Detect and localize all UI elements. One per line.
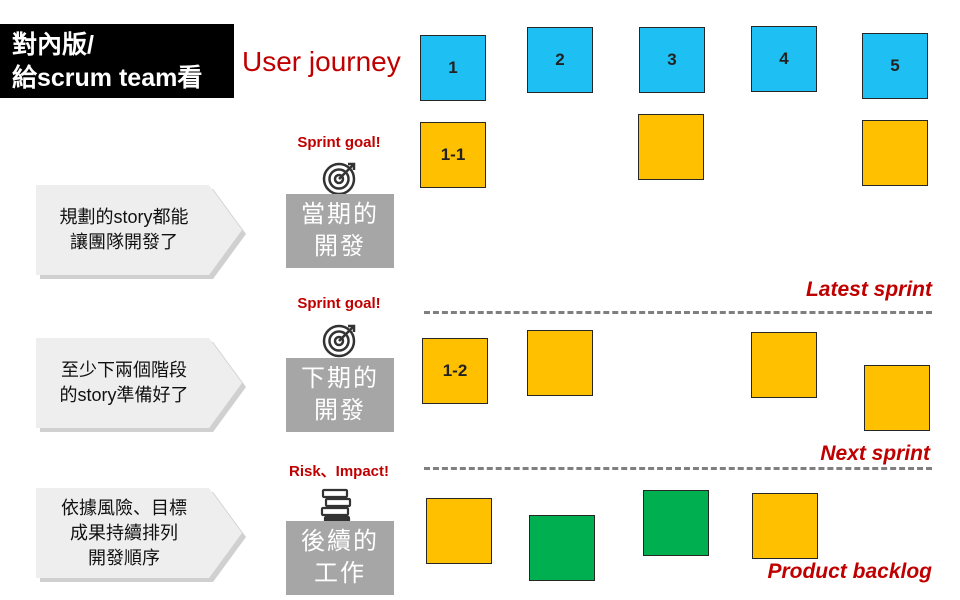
story-note-1-1: 1-1 bbox=[420, 122, 486, 188]
story-note bbox=[638, 114, 704, 180]
journey-step-4: 4 bbox=[751, 26, 817, 92]
stage-next: 下期的 開發 bbox=[286, 358, 394, 432]
divider-latest-sprint bbox=[424, 311, 932, 314]
next-sprint-label: Next sprint bbox=[820, 442, 930, 465]
callout-backlog: 依據風險、目標 成果持續排列 開發順序 bbox=[36, 488, 242, 578]
callout-current-text: 規劃的story都能 讓團隊開發了 bbox=[59, 207, 189, 252]
title-line-2: 給scrum team看 bbox=[12, 64, 203, 92]
title-box: 對內版/ 給scrum team看 bbox=[0, 24, 234, 98]
latest-sprint-label: Latest sprint bbox=[805, 278, 932, 301]
title-line-1: 對內版/ bbox=[12, 31, 94, 59]
journey-step-2: 2 bbox=[527, 27, 593, 93]
target-icon bbox=[322, 324, 356, 358]
callout-next: 至少下兩個階段 的story準備好了 bbox=[36, 338, 242, 428]
stage-current: 當期的 開發 bbox=[286, 194, 394, 268]
story-note bbox=[529, 515, 595, 581]
stage-backlog: 後續的 工作 bbox=[286, 521, 394, 595]
story-note bbox=[426, 498, 492, 564]
product-backlog-label: Product backlog bbox=[767, 560, 932, 583]
story-note bbox=[752, 493, 818, 559]
divider-next-sprint bbox=[424, 467, 932, 470]
story-note bbox=[751, 332, 817, 398]
sprint-goal-label-1: Sprint goal! bbox=[297, 134, 381, 151]
journey-step-1: 1 bbox=[420, 35, 486, 101]
callout-current: 規劃的story都能 讓團隊開發了 bbox=[36, 185, 242, 275]
user-journey-label: User journey bbox=[242, 46, 401, 77]
journey-step-5: 5 bbox=[862, 33, 928, 99]
risk-impact-label: Risk、Impact! bbox=[288, 463, 390, 480]
callout-backlog-text: 依據風險、目標 成果持續排列 開發順序 bbox=[61, 497, 187, 568]
story-note bbox=[643, 490, 709, 556]
story-note bbox=[862, 120, 928, 186]
story-note bbox=[864, 365, 930, 431]
callout-next-text: 至少下兩個階段 的story準備好了 bbox=[59, 360, 189, 405]
sprint-goal-label-2: Sprint goal! bbox=[297, 295, 381, 312]
journey-step-3: 3 bbox=[639, 27, 705, 93]
target-icon bbox=[322, 162, 356, 196]
book-stack-icon bbox=[320, 488, 352, 526]
story-note bbox=[527, 330, 593, 396]
story-note-1-2: 1-2 bbox=[422, 338, 488, 404]
